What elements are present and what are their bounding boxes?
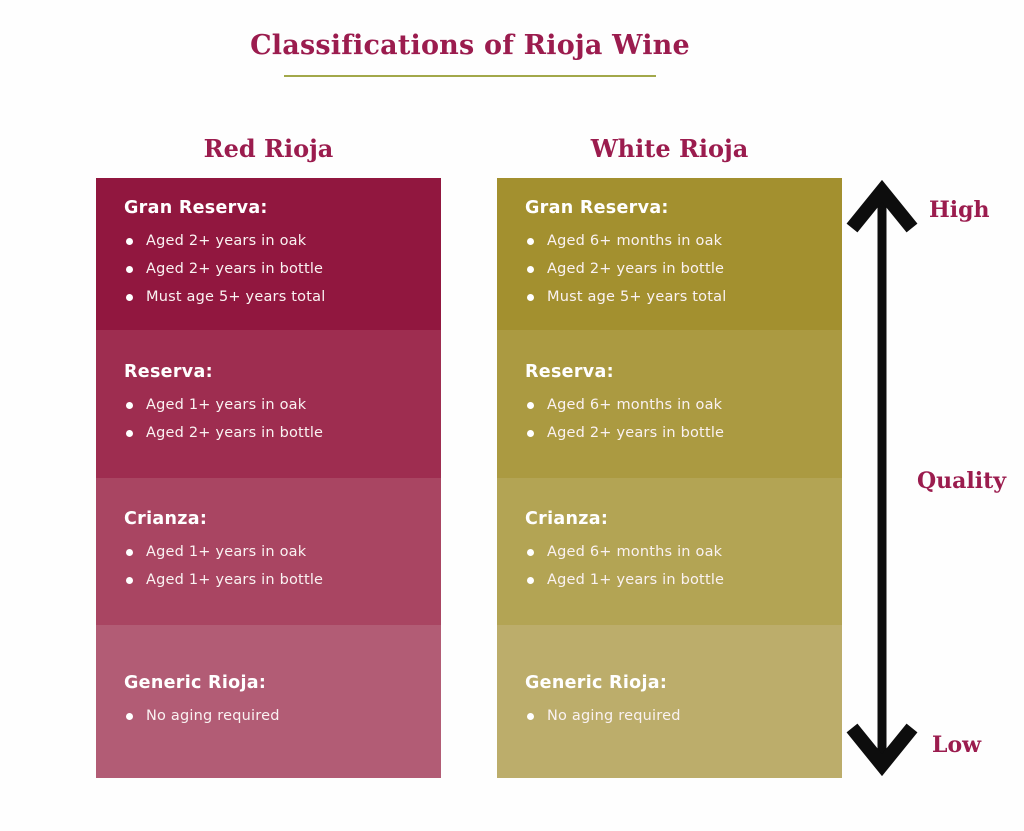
tier-red-gran-reserva: Gran Reserva: Aged 2+ years in oak Aged … [96,178,441,330]
quality-axis-arrow-icon [846,180,918,777]
tier-bullet: No aging required [525,702,822,730]
tier-bullet: Aged 1+ years in oak [124,538,421,566]
tier-bullet: Aged 1+ years in bottle [124,566,421,594]
white-rioja-column: Gran Reserva: Aged 6+ months in oak Aged… [497,178,842,778]
tier-bullet: Aged 1+ years in bottle [525,566,822,594]
tier-title: Reserva: [525,361,614,382]
tier-title: Crianza: [525,509,609,529]
tier-bullet: Aged 2+ years in bottle [124,419,421,447]
tier-bullet-list: Aged 1+ years in oak Aged 1+ years in bo… [124,538,421,594]
tier-bullet: Aged 6+ months in oak [525,391,822,419]
tier-bullet: Aged 2+ years in bottle [124,255,421,283]
tier-bullet: Aged 6+ months in oak [525,227,822,255]
tier-red-crianza: Crianza: Aged 1+ years in oak Aged 1+ ye… [96,478,441,625]
tier-title: Gran Reserva: [525,197,669,218]
tier-bullet-list: Aged 6+ months in oak Aged 1+ years in b… [525,538,822,594]
tier-white-reserva: Reserva: Aged 6+ months in oak Aged 2+ y… [497,330,842,478]
tier-bullet-list: No aging required [124,702,421,730]
tier-white-generic: Generic Rioja: No aging required [497,625,842,778]
tier-red-reserva: Reserva: Aged 1+ years in oak Aged 2+ ye… [96,330,441,478]
quality-high-label: High [929,197,990,223]
tier-bullet-list: Aged 6+ months in oak Aged 2+ years in b… [525,227,822,311]
tier-bullet: Aged 6+ months in oak [525,538,822,566]
tier-bullet-list: Aged 1+ years in oak Aged 2+ years in bo… [124,391,421,447]
tier-bullet-list: Aged 2+ years in oak Aged 2+ years in bo… [124,227,421,311]
tier-bullet-list: Aged 6+ months in oak Aged 2+ years in b… [525,391,822,447]
page-title: Classifications of Rioja Wine [250,30,690,61]
tier-bullet-list: No aging required [525,702,822,730]
tier-bullet: Aged 2+ years in bottle [525,419,822,447]
tier-bullet: Aged 1+ years in oak [124,391,421,419]
white-column-header: White Rioja [590,134,749,163]
tier-title: Reserva: [124,361,213,382]
tier-bullet: Must age 5+ years total [124,283,421,311]
tier-bullet: No aging required [124,702,421,730]
title-underline [284,75,656,77]
tier-bullet: Must age 5+ years total [525,283,822,311]
quality-axis-label: Quality [917,468,1007,494]
tier-white-gran-reserva: Gran Reserva: Aged 6+ months in oak Aged… [497,178,842,330]
title-block: Classifications of Rioja Wine [230,30,710,77]
quality-low-label: Low [932,732,982,758]
tier-title: Crianza: [124,509,208,529]
tier-bullet: Aged 2+ years in bottle [525,255,822,283]
tier-white-crianza: Crianza: Aged 6+ months in oak Aged 1+ y… [497,478,842,625]
tier-title: Generic Rioja: [525,673,668,693]
red-rioja-column: Gran Reserva: Aged 2+ years in oak Aged … [96,178,441,778]
tier-title: Gran Reserva: [124,197,268,218]
tier-bullet: Aged 2+ years in oak [124,227,421,255]
tier-title: Generic Rioja: [124,673,267,693]
red-column-header: Red Rioja [203,134,334,163]
tier-red-generic: Generic Rioja: No aging required [96,625,441,778]
